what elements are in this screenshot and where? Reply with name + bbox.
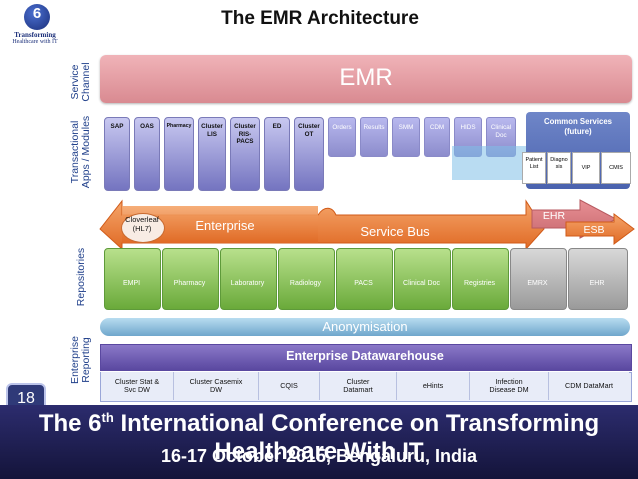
data-mart-cqis: CQIS bbox=[259, 372, 320, 400]
enterprise-block bbox=[122, 206, 318, 243]
anonymisation-label: Anonymisation bbox=[322, 319, 408, 334]
common-services-title: Common Services (future) bbox=[543, 117, 613, 136]
conference-title-sup: th bbox=[101, 410, 114, 425]
data-mart-ehints: eHints bbox=[397, 372, 470, 400]
data-mart-infection: Infection Disease DM bbox=[470, 372, 549, 400]
conference-dates: 16-17 October 2015, Bengaluru, India bbox=[160, 446, 478, 466]
esb-label: ESB bbox=[583, 224, 605, 236]
app-label-cluster-lis: Cluster LIS bbox=[201, 123, 223, 138]
repo-radiology bbox=[278, 248, 335, 310]
repo-pacs bbox=[336, 248, 393, 310]
app-ed bbox=[264, 117, 290, 191]
app-label-pharmacy: Pharmacy bbox=[166, 123, 192, 129]
cs-patient-list: Patient List bbox=[522, 152, 546, 184]
app-label-smm: SMM bbox=[398, 124, 414, 131]
repo-label-clinical-doc: Clinical Doc bbox=[403, 280, 440, 287]
repo-label-empi: EMPI bbox=[122, 280, 141, 287]
conference-banner bbox=[0, 405, 638, 479]
cloverleaf-badge bbox=[121, 213, 165, 243]
repo-label-registries: Registries bbox=[463, 280, 496, 287]
app-smm bbox=[392, 117, 420, 157]
row-label-reporting: Enterprise Reporting bbox=[69, 336, 92, 384]
repo-label-ehr: EHR bbox=[589, 280, 605, 287]
app-cluster-ot bbox=[294, 117, 324, 191]
emr-service-channel bbox=[100, 55, 632, 103]
conference-title-b: International Conference on Transforming… bbox=[113, 410, 600, 465]
cloverleaf-label: Cloverleaf (HL7) bbox=[125, 215, 159, 233]
logo-text-line2: Healthcare with IT bbox=[12, 39, 58, 45]
logo-text-line1: Transforming bbox=[14, 31, 56, 39]
app-pharmacy bbox=[164, 117, 194, 191]
emr-label: EMR bbox=[339, 64, 393, 91]
repo-registries bbox=[452, 248, 509, 310]
repo-label-radiology: Radiology bbox=[289, 280, 322, 287]
repo-emrx bbox=[510, 248, 567, 310]
repo-ehr bbox=[568, 248, 628, 310]
app-label-ed: ED bbox=[272, 123, 282, 130]
app-label-oas: OAS bbox=[140, 123, 154, 130]
edw-bar bbox=[100, 344, 632, 371]
highlight-band bbox=[452, 146, 526, 180]
esb-arrow bbox=[565, 213, 635, 245]
service-bus-label: Service Bus bbox=[360, 224, 430, 239]
cs-vip: VIP bbox=[572, 152, 600, 184]
logo-badge bbox=[24, 4, 50, 30]
app-sap bbox=[104, 117, 130, 191]
data-mart-cluster-datamart: Cluster Datamart bbox=[320, 372, 397, 400]
repo-pharmacy bbox=[162, 248, 219, 310]
edw-label: Enterprise Datawarehouse bbox=[286, 349, 444, 363]
repo-clinical-doc bbox=[394, 248, 451, 310]
repo-label-emrx: EMRX bbox=[527, 280, 548, 287]
app-cluster-ris-pacs bbox=[230, 117, 260, 191]
app-label-clinical-doc: Clinical Doc bbox=[490, 124, 512, 139]
logo-number: 6 bbox=[32, 5, 42, 22]
app-results bbox=[360, 117, 388, 157]
app-label-orders: Orders bbox=[332, 124, 352, 131]
enterprise-label: Enterprise bbox=[195, 218, 255, 233]
data-mart-casemix: Cluster Casemix DW bbox=[174, 372, 259, 400]
ehr-bus-label: EHR bbox=[542, 210, 566, 222]
conference-logo: 6 Transforming Healthcare with IT bbox=[2, 2, 66, 54]
service-bus-graphic bbox=[99, 199, 635, 250]
conference-title-a: The 6 bbox=[38, 410, 102, 437]
app-oas bbox=[134, 117, 160, 191]
data-mart-cdm: CDM DataMart bbox=[549, 372, 629, 400]
app-label-cdm: CDM bbox=[429, 124, 445, 131]
app-label-results: Results bbox=[363, 124, 385, 131]
repo-empi bbox=[104, 248, 161, 310]
app-label-sap: SAP bbox=[110, 123, 124, 130]
repo-label-pharmacy: Pharmacy bbox=[173, 280, 206, 287]
cs-diagnosis: Diagno sis bbox=[547, 152, 571, 184]
cs-cmis: CMIS bbox=[601, 152, 631, 184]
app-label-cluster-ris-pacs: Cluster RIS- PACS bbox=[234, 123, 256, 145]
repo-label-pacs: PACS bbox=[354, 280, 373, 287]
data-mart-cluster-stat: Cluster Stat & Svc DW bbox=[101, 372, 174, 400]
app-cdm bbox=[424, 117, 450, 157]
repo-label-laboratory: Laboratory bbox=[230, 280, 265, 287]
anonymisation-bar bbox=[100, 318, 630, 336]
repo-laboratory bbox=[220, 248, 277, 310]
app-orders bbox=[328, 117, 356, 157]
row-label-repositories: Repositories bbox=[75, 247, 87, 307]
conference-title: The 6th International Conference on Tran… bbox=[0, 410, 638, 466]
page-title: The EMR Architecture bbox=[221, 8, 419, 29]
app-label-hids: HIDS bbox=[460, 124, 476, 131]
app-cluster-lis bbox=[198, 117, 226, 191]
app-label-cluster-ot: Cluster OT bbox=[298, 123, 320, 138]
row-label-transactional: Transactional Apps / Modules bbox=[69, 115, 92, 189]
